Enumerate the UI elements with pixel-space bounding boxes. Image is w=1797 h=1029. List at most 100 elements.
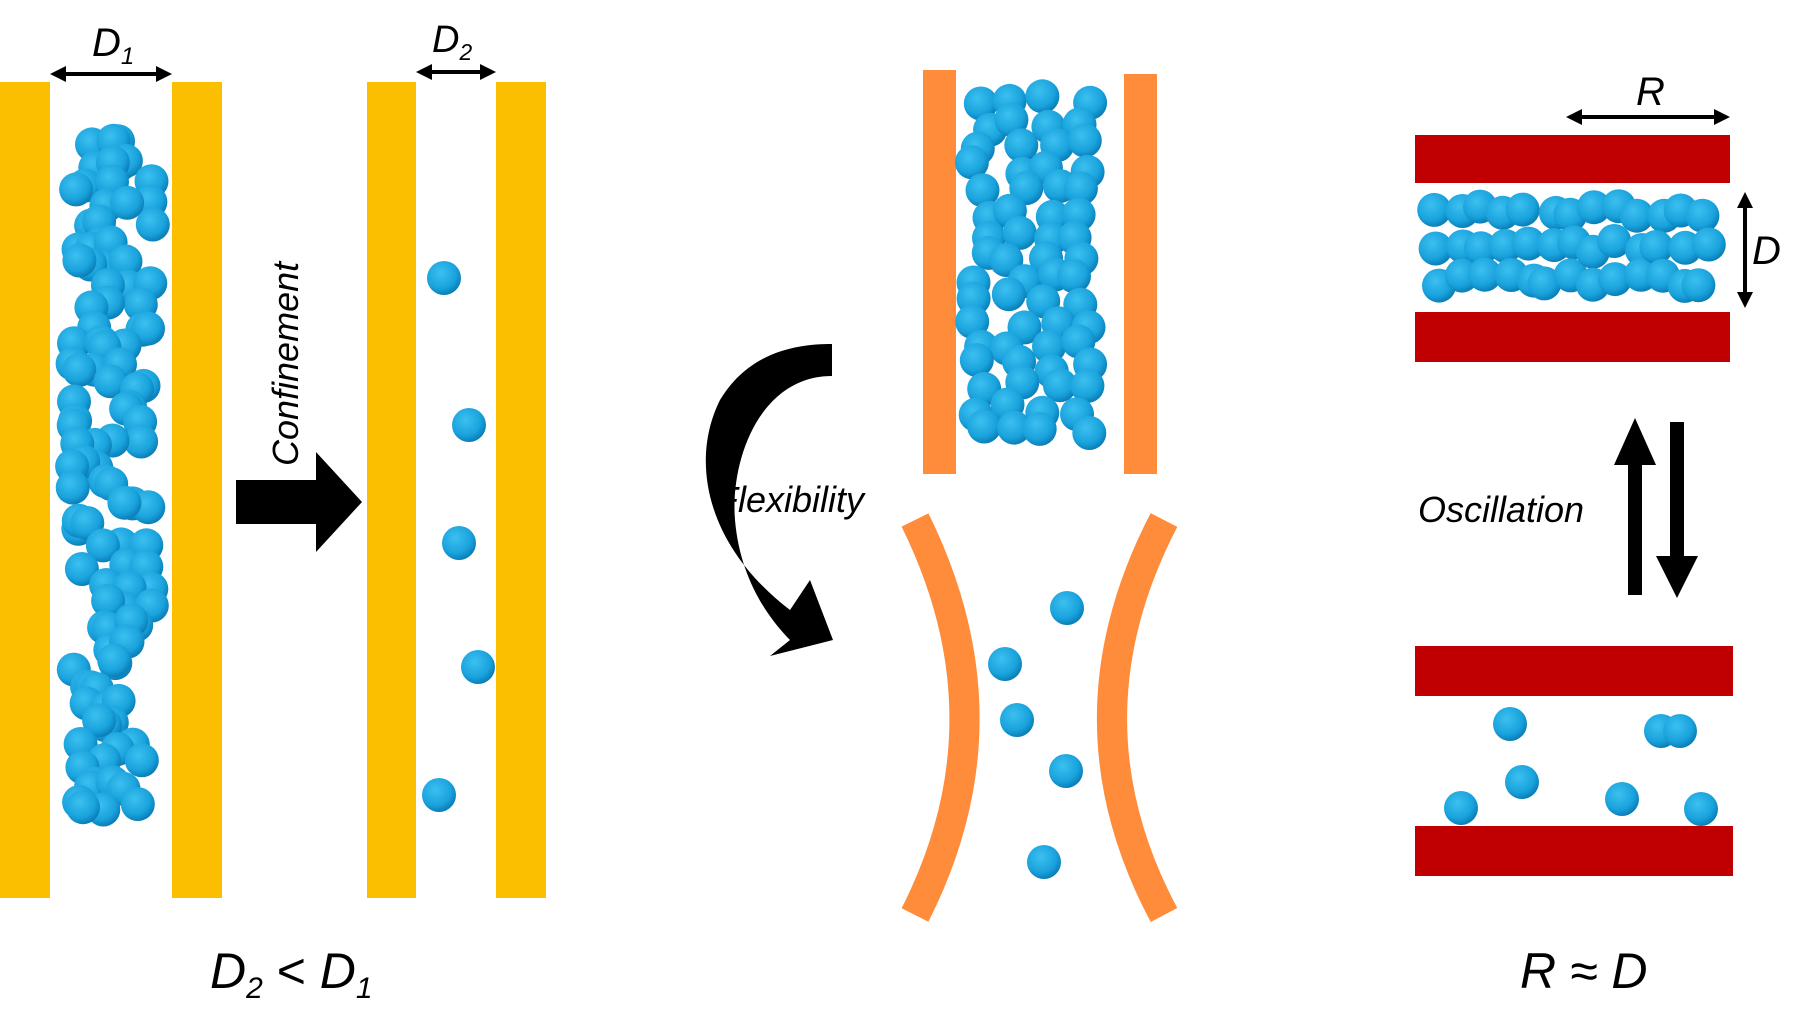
oscillation-arrow-up <box>1614 418 1656 595</box>
confinement-label: Confinement <box>265 260 306 466</box>
particles-rigid-channel <box>954 79 1108 450</box>
oscillation-arrow-down <box>1656 422 1698 598</box>
particle <box>1070 368 1105 403</box>
wall-left-narrow-channel <box>367 82 416 898</box>
oscillation-arrows <box>1614 418 1698 598</box>
particle <box>1002 215 1037 250</box>
particle <box>422 778 456 812</box>
particle <box>131 311 165 346</box>
particle <box>1004 128 1039 163</box>
particle <box>954 145 989 180</box>
particle <box>1684 792 1718 826</box>
plate-bottom-lower-state <box>1415 826 1733 876</box>
particles-compressed-state <box>1417 189 1726 303</box>
particle <box>62 352 97 387</box>
particle <box>64 552 99 586</box>
particle <box>1619 198 1654 233</box>
particle <box>959 343 994 378</box>
label-d: D <box>1752 229 1781 273</box>
relation-r-approx-d: R ≈ D <box>1520 943 1647 999</box>
particle <box>124 424 159 459</box>
particle <box>1681 268 1716 303</box>
particle <box>82 703 117 738</box>
particle <box>1576 190 1611 225</box>
particles-flexible-channel <box>988 591 1084 879</box>
particle <box>1067 123 1102 158</box>
particle <box>1072 416 1107 450</box>
particle <box>97 643 132 678</box>
particle <box>62 243 97 278</box>
particle <box>120 787 155 822</box>
dimension-arrow-d2 <box>416 64 496 80</box>
particle <box>1025 79 1060 114</box>
particle <box>442 526 476 560</box>
particle <box>967 409 1002 444</box>
particle <box>107 485 142 520</box>
wall-left-flexible-channel <box>901 513 980 922</box>
particle <box>1505 192 1540 227</box>
particle <box>91 583 126 618</box>
particle <box>1598 262 1632 297</box>
particle <box>135 207 170 242</box>
relation-d2-lt-d1: D2 < D1 <box>210 943 373 1005</box>
particle <box>93 364 128 399</box>
particle <box>1057 259 1091 294</box>
particles-wide-channel <box>55 123 170 827</box>
particle <box>1467 257 1502 292</box>
particle <box>997 410 1031 445</box>
particle <box>1691 227 1726 262</box>
confinement-arrow <box>236 452 362 552</box>
particle <box>991 277 1026 312</box>
particle <box>1527 266 1562 301</box>
particle <box>1639 230 1674 264</box>
flexibility-arrow <box>705 344 833 656</box>
particle <box>1032 329 1066 364</box>
wall-right-wide-channel <box>172 82 222 898</box>
wall-right-flexible-channel <box>1097 513 1178 923</box>
particle <box>1417 192 1452 227</box>
particle <box>1605 782 1639 816</box>
particle <box>66 790 100 825</box>
particle <box>1049 754 1083 788</box>
particle <box>1444 791 1478 825</box>
particle <box>427 261 461 295</box>
label-r: R <box>1636 70 1665 114</box>
particle <box>1042 368 1077 403</box>
panel-oscillation: R D Oscillation R ≈ D <box>1415 70 1781 999</box>
particle <box>452 408 486 442</box>
particle <box>1493 707 1527 741</box>
dimension-arrow-r <box>1566 109 1730 125</box>
dimension-arrow-d1 <box>50 66 172 82</box>
wall-right-narrow-channel <box>496 82 546 898</box>
particle <box>994 102 1029 137</box>
particle <box>1418 231 1453 266</box>
plate-bottom-upper-state <box>1415 312 1730 362</box>
particle <box>461 650 495 684</box>
particle <box>85 528 120 563</box>
wall-left-rigid-channel <box>923 70 956 474</box>
particle <box>963 86 998 121</box>
oscillation-label: Oscillation <box>1418 489 1584 530</box>
particle <box>1597 224 1632 258</box>
particle <box>965 173 1000 208</box>
particle <box>1022 411 1057 446</box>
dimension-arrow-d <box>1737 192 1753 308</box>
particles-expanded-state <box>1444 707 1718 826</box>
particle <box>1463 231 1498 266</box>
particles-narrow-channel <box>422 261 495 812</box>
particle <box>1663 714 1697 748</box>
particle <box>55 470 90 505</box>
particle <box>110 185 145 220</box>
flexibility-label: Flexibility <box>716 479 866 520</box>
particle <box>1511 226 1546 261</box>
panel-flexibility: Flexibility <box>705 70 1178 923</box>
particle <box>1063 171 1098 206</box>
plate-top-lower-state <box>1415 646 1733 696</box>
label-d1: D1 <box>92 21 134 70</box>
particle <box>59 172 94 207</box>
particle <box>1050 591 1084 625</box>
particle <box>1000 703 1034 737</box>
wall-right-rigid-channel <box>1124 74 1157 474</box>
plate-top-upper-state <box>1415 135 1730 183</box>
